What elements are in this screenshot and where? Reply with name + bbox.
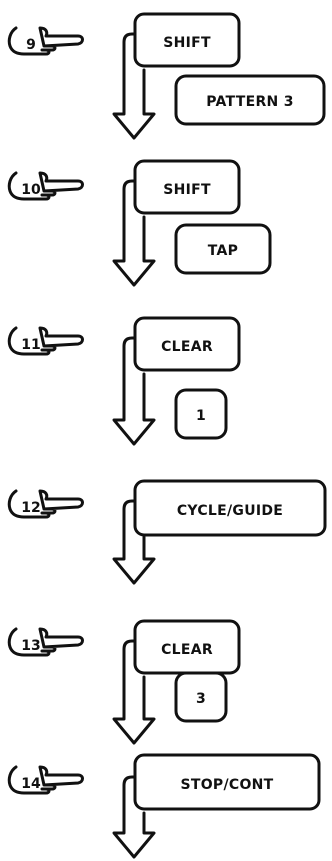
pointing-hand-icon: 13: [7, 627, 84, 657]
key-shift: [133, 159, 241, 215]
down-arrow-icon: [112, 179, 156, 287]
pointing-hand-icon: 11: [7, 326, 84, 356]
second-key-label: 3: [196, 691, 206, 707]
first-key-label: CLEAR: [161, 642, 213, 658]
second-key-label: 1: [196, 408, 206, 424]
step-14: 14 STOP/CONT: [7, 753, 321, 859]
key-tap: [174, 223, 272, 275]
step-number: 9: [26, 37, 36, 53]
down-arrow-icon: [112, 32, 156, 140]
step-13: 13 CLEAR 3: [7, 619, 241, 745]
pointing-hand-icon: 14: [7, 765, 84, 795]
second-key-label: PATTERN 3: [206, 94, 294, 110]
step-number: 11: [21, 337, 40, 353]
key-3: [174, 671, 228, 723]
step-number: 10: [21, 182, 41, 198]
key-1: [174, 388, 228, 440]
key-clear: [133, 316, 241, 372]
step-number: 13: [21, 638, 40, 654]
second-key-label: TAP: [208, 243, 238, 259]
key-cycle-guide: [133, 479, 327, 537]
step-10: 10 SHIFT TAP: [7, 159, 272, 287]
pointing-hand-icon: 12: [7, 489, 84, 519]
pointing-hand-icon: 9: [7, 26, 84, 56]
step-12: 12 CYCLE/GUIDE: [7, 479, 327, 585]
down-arrow-icon: [112, 499, 156, 585]
pointing-hand-icon: 10: [7, 171, 84, 201]
step-11: 11 CLEAR 1: [7, 316, 241, 446]
key-stop-cont: [133, 753, 321, 811]
down-arrow-icon: [112, 775, 156, 859]
step-9: 9 SHIFT PATTERN 3: [7, 12, 326, 140]
down-arrow-icon: [112, 639, 156, 745]
step-number: 12: [21, 500, 40, 516]
first-key-label: SHIFT: [163, 182, 211, 198]
first-key-label: SHIFT: [163, 35, 211, 51]
key-pattern-3: [174, 74, 326, 126]
key-shift: [133, 12, 241, 68]
step-number: 14: [21, 776, 41, 792]
down-arrow-icon: [112, 336, 156, 446]
first-key-label: CLEAR: [161, 339, 213, 355]
first-key-label: CYCLE/GUIDE: [177, 503, 283, 519]
first-key-label: STOP/CONT: [180, 777, 273, 793]
